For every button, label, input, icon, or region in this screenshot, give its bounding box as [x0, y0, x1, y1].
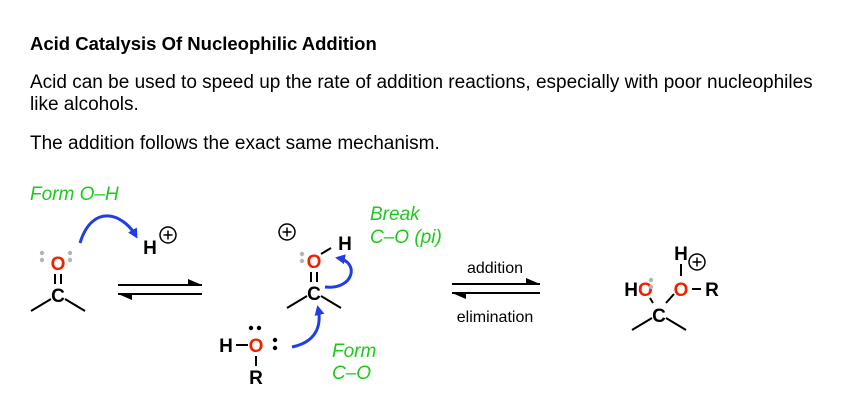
lone-pair-dot	[272, 337, 278, 343]
form-co-label-bond: C–O	[332, 363, 371, 384]
page-title: Acid Catalysis Of Nucleophilic Addition	[30, 33, 377, 54]
forward-label: addition	[467, 260, 523, 277]
carbon-atom: C	[307, 284, 321, 305]
oxygen-atom: O	[51, 254, 66, 275]
curved-arrow-break-pi	[324, 254, 353, 289]
r-group: R	[249, 368, 263, 389]
form-oh-label: Form O–H	[30, 184, 119, 205]
reverse-label: elimination	[457, 309, 533, 326]
positive-charge-icon	[159, 226, 177, 244]
proton: H	[143, 226, 177, 259]
break-label-bond: C–O (pi)	[370, 227, 442, 248]
lone-pair-dot	[299, 251, 305, 257]
oxygen-atom: O	[307, 252, 322, 273]
oxygen-atom: O	[249, 336, 264, 357]
protonated-hemiacetal: H O C O H R	[624, 244, 719, 331]
positive-charge-icon	[278, 223, 296, 241]
carbon-atom: C	[652, 306, 666, 327]
lone-pair-dot	[648, 284, 654, 290]
alcohol-nucleophile: H O R	[219, 325, 278, 389]
intro-paragraph: Acid can be used to speed up the rate of…	[30, 72, 813, 115]
oxygen-atom: O	[674, 280, 689, 301]
hydrogen-atom: H	[338, 234, 352, 255]
carbon-atom: C	[51, 286, 65, 307]
hydrogen-atom: H	[674, 244, 688, 265]
hydroxyl-hydrogen: H	[624, 280, 638, 301]
lone-pair-dot	[648, 277, 654, 283]
lone-pair-dot	[67, 257, 73, 263]
lone-pair-dot	[248, 325, 254, 331]
mechanism-note: The addition follows the exact same mech…	[30, 133, 440, 154]
single-bond	[64, 298, 86, 312]
carbonyl-reactant: O C	[30, 250, 86, 312]
equilibrium-arrow-1	[118, 279, 202, 300]
hydroxyl-oxygen: O	[638, 280, 653, 301]
lone-pair-dot	[39, 250, 45, 256]
lone-pair-dot	[67, 250, 73, 256]
lone-pair-dot	[299, 258, 305, 264]
single-bond	[30, 298, 52, 312]
r-group: R	[705, 280, 719, 301]
curved-arrow-form-oh	[78, 214, 138, 244]
positive-charge-icon	[688, 253, 706, 271]
curved-arrow-form-co	[291, 305, 325, 349]
hydrogen-atom: H	[219, 336, 233, 357]
hydrogen-atom: H	[143, 238, 157, 259]
lone-pair-dot	[272, 345, 278, 351]
lone-pair-dot	[39, 257, 45, 263]
equilibrium-arrow-2: addition elimination	[452, 260, 540, 326]
protonated-carbonyl: O H C	[278, 223, 352, 309]
lone-pair-dot	[256, 325, 262, 331]
break-label: Break	[370, 204, 421, 225]
form-co-label: Form	[332, 341, 376, 362]
